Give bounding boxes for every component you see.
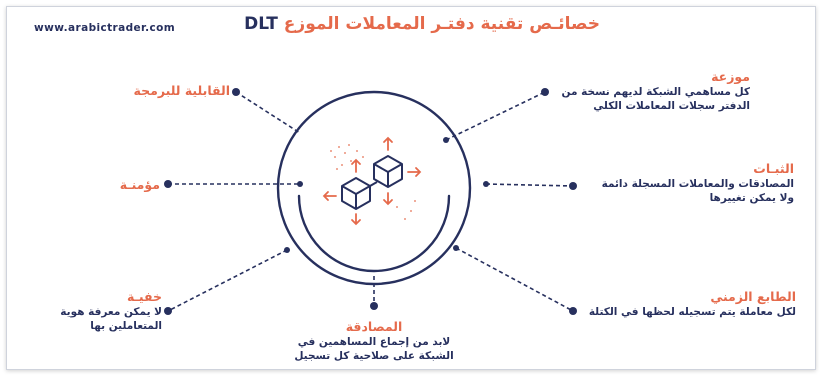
dot-secure-outer (164, 180, 172, 188)
dot-distributed-inner (443, 137, 449, 143)
feature-validation: المصادقة لابد من إجماع المساهمين في الشب… (294, 318, 454, 363)
blockchain-cubes-icon (341, 155, 403, 210)
dot-secure-inner (297, 181, 303, 187)
feature-timestamp-desc: لكل معاملة يتم تسجيله لحظها في الكتلة (588, 306, 796, 318)
feature-immutable-desc: المصادقات والمعاملات المسجلة دائمة ولا ي… (601, 178, 794, 204)
feature-secure: مؤمنـة (80, 176, 160, 193)
feature-distributed: موزعة كل مساهمي الشبكة لديهم نسخة من الد… (560, 68, 750, 113)
dot-timestamp-inner (453, 245, 459, 251)
dot-timestamp-outer (569, 307, 577, 315)
feature-distributed-title: موزعة (711, 69, 750, 84)
dot-distributed-outer (541, 88, 549, 96)
dot-immutable-inner (483, 181, 489, 187)
feature-immutable-title: الثبـات (753, 161, 794, 176)
dot-programmable-outer (232, 88, 240, 96)
feature-immutable: الثبـات المصادقات والمعاملات المسجلة دائ… (584, 160, 794, 205)
feature-anonymous: خفيـة لا يمكن معرفة هوية المتعاملين بها (38, 288, 162, 333)
outer-ring (276, 90, 472, 286)
connector-line-timestamp (455, 247, 574, 312)
feature-validation-desc: لابد من إجماع المساهمين في الشبكة على صل… (294, 336, 454, 362)
connector-line-distributed (445, 91, 546, 141)
feature-anonymous-title: خفيـة (127, 289, 162, 304)
feature-programmable: القابلية للبرمجة (120, 82, 230, 99)
connector-line-programmable (235, 91, 301, 134)
title-text: خصائـص تقنية دفتـر المعاملات الموزع (283, 14, 600, 34)
dot-immutable-outer (569, 182, 577, 190)
title-acronym: DLT (244, 14, 278, 34)
page-title: خصائـص تقنية دفتـر المعاملات الموزع DLT (244, 14, 600, 34)
feature-secure-title: مؤمنـة (119, 177, 160, 192)
pixel-dots (330, 144, 416, 220)
connector-line-immutable (485, 183, 574, 187)
inner-arc (297, 194, 451, 273)
site-url: www.arabictrader.com (34, 22, 176, 34)
dot-anonymous-inner (284, 247, 290, 253)
arrow-icons (322, 136, 422, 226)
feature-timestamp: الطابع الزمني لكل معاملة يتم تسجيله لحظه… (576, 288, 796, 319)
feature-programmable-title: القابلية للبرمجة (133, 83, 230, 98)
feature-anonymous-desc: لا يمكن معرفة هوية المتعاملين بها (60, 306, 162, 332)
dot-validation-outer (370, 302, 378, 310)
feature-timestamp-title: الطابع الزمني (710, 289, 796, 304)
connector-line-anonymous (167, 249, 288, 312)
feature-validation-title: المصادقة (345, 319, 403, 334)
feature-distributed-desc: كل مساهمي الشبكة لديهم نسخة من الدفتر سج… (561, 86, 750, 112)
infographic-frame (6, 6, 816, 370)
dot-anonymous-outer (164, 307, 172, 315)
